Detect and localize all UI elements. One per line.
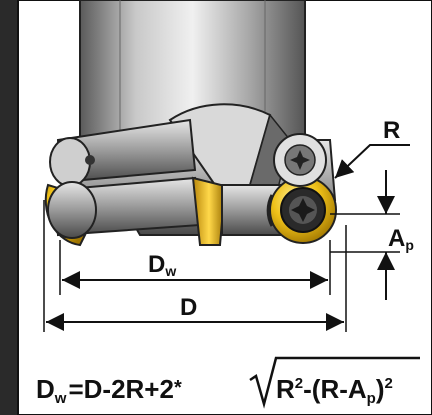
radius-pointer: [334, 144, 410, 179]
center-insert: [191, 176, 227, 246]
formula: Dw=D-2R+2* R2-(R-Ap)2: [36, 356, 420, 409]
torx-screw-icon: [290, 150, 310, 170]
left-round-insert: [44, 181, 97, 247]
effective-diameter-dimension: [59, 240, 331, 295]
right-round-insert: [221, 176, 337, 244]
square-root-icon: [249, 356, 420, 409]
depth-dimension: [330, 170, 400, 300]
diameter-label: D: [180, 294, 197, 321]
effective-diameter-label: Dw: [148, 251, 176, 279]
depth-label: Ap: [388, 225, 414, 253]
screw-hole-icon: [85, 155, 95, 165]
formula-lhs: Dw=D-2R+2*: [36, 374, 182, 407]
radius-label: R: [383, 117, 400, 144]
diameter-dimension: [43, 200, 347, 332]
clamp-screw: [273, 133, 327, 187]
formula-radicand: R2-(R-Ap)2: [276, 374, 393, 407]
